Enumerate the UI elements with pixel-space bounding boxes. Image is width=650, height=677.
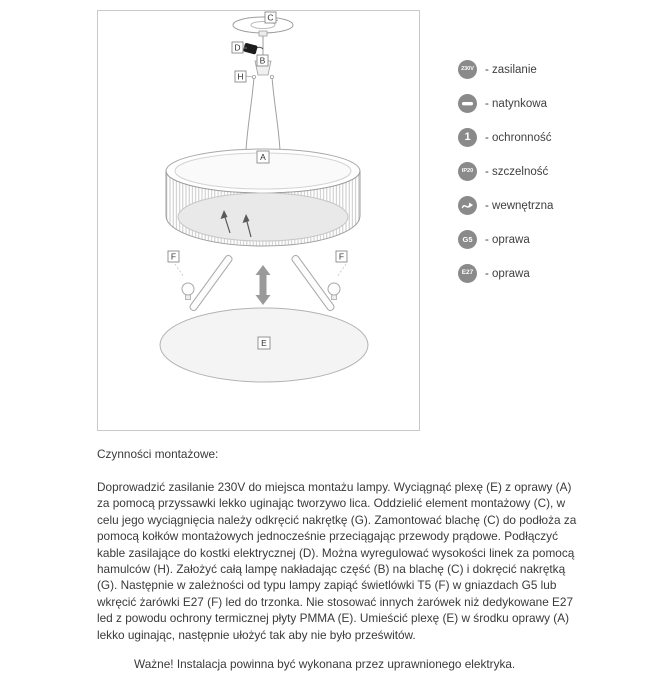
legend-label: - wewnętrzna xyxy=(485,199,554,212)
terminal-block xyxy=(243,43,264,55)
legend-label: - szczelność xyxy=(485,165,549,178)
installation-instructions: Czynności montażowe: Doprowadzić zasilan… xyxy=(97,447,577,671)
label-b: B xyxy=(256,54,269,67)
label-f-left-text: F xyxy=(171,252,176,262)
tube-right xyxy=(291,254,335,312)
bulb-right xyxy=(291,254,347,312)
ip-rating-icon: IP20 xyxy=(458,162,477,181)
g5-socket-icon: G5 xyxy=(458,230,477,249)
diffuser-plate: E xyxy=(159,307,369,383)
label-d-text: D xyxy=(234,43,240,53)
label-c-text: C xyxy=(267,13,273,23)
legend-label: - natynkowa xyxy=(485,97,548,110)
label-f-right: F xyxy=(335,250,348,263)
legend-item-protection-class: 1 - ochronność xyxy=(458,128,553,147)
label-b-text: B xyxy=(260,56,266,66)
shade-interior xyxy=(177,192,349,242)
shade-drum xyxy=(165,148,361,247)
legend-item-e27: E27 - oprawa xyxy=(458,264,553,283)
label-a-text: A xyxy=(260,152,266,162)
tube-left xyxy=(189,254,233,312)
label-d: D xyxy=(231,41,247,54)
assembly-diagram-panel: C D B H xyxy=(97,10,420,431)
legend-label: - oprawa xyxy=(485,233,530,246)
important-note: Ważne! Instalacja powinna być wykonana p… xyxy=(134,657,516,672)
label-a: A xyxy=(256,150,270,164)
label-h: H xyxy=(234,70,253,83)
label-f-right-text: F xyxy=(339,252,344,262)
surface-mount-icon xyxy=(458,94,477,113)
legend-item-indoor: - wewnętrzna xyxy=(458,196,553,215)
legend-item-power: 230V - zasilanie xyxy=(458,60,553,79)
instructions-heading: Czynności montażowe: xyxy=(97,447,219,461)
indoor-use-icon xyxy=(458,196,477,215)
ceiling-plate xyxy=(232,16,294,69)
legend-label: - ochronność xyxy=(485,131,552,144)
power-230v-icon: 230V xyxy=(458,60,477,79)
legend-label: - zasilanie xyxy=(485,63,537,76)
label-h-text: H xyxy=(237,72,243,82)
legend-item-surface-mount: - natynkowa xyxy=(458,94,553,113)
airflow-arrows xyxy=(220,210,252,238)
label-f-left: F xyxy=(167,250,180,263)
legend-item-g5: G5 - oprawa xyxy=(458,230,553,249)
e27-socket-icon: E27 xyxy=(458,264,477,283)
protection-class-icon: 1 xyxy=(458,128,477,147)
label-e-text: E xyxy=(261,338,267,348)
legend-item-ip-rating: IP20 - szczelność xyxy=(458,162,553,181)
lamp-exploded-diagram: C D B H xyxy=(159,11,369,383)
label-c: C xyxy=(264,11,279,24)
legend-label: - oprawa xyxy=(485,267,530,280)
suspension-wires xyxy=(245,76,281,152)
assembly-direction-arrow xyxy=(255,265,271,305)
instructions-body: Doprowadzić zasilanie 230V do miejsca mo… xyxy=(97,480,577,642)
bulb-left xyxy=(174,254,233,312)
spec-legend: 230V - zasilanie - natynkowa 1 - ochronn… xyxy=(458,60,553,298)
